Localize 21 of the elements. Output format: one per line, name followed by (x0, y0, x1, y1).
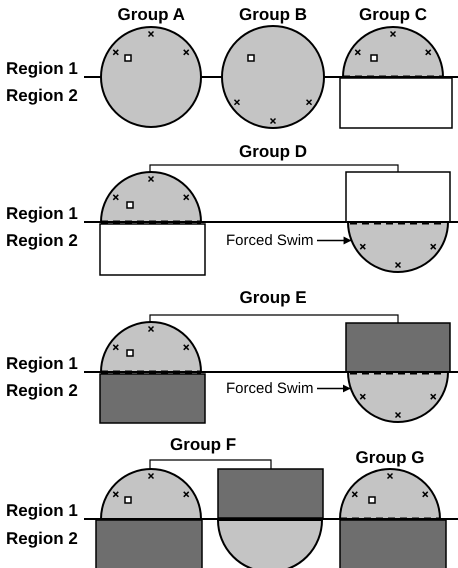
schematic-drawing (345, 171, 451, 273)
region-label: Region 1 (6, 502, 78, 519)
region-label: Region 2 (6, 87, 78, 104)
group-title: Group G (356, 449, 424, 466)
leader-line (317, 384, 351, 392)
region-label: Region 2 (6, 382, 78, 399)
region-label: Region 2 (6, 232, 78, 249)
leader-line (317, 236, 352, 244)
schematic-drawing (345, 322, 451, 423)
annotation-label: Forced Swim (226, 381, 314, 396)
group-title: Group E (240, 289, 307, 306)
region-label: Region 1 (6, 60, 78, 77)
region-label: Region 1 (6, 205, 78, 222)
region-label: Region 2 (6, 530, 78, 547)
group-title: Group A (118, 6, 185, 23)
group-title: Group C (359, 6, 427, 23)
group-title: Group B (239, 6, 307, 23)
annotation-label: Forced Swim (226, 233, 314, 248)
group-title: Group F (170, 436, 236, 453)
group-title: Group D (239, 143, 307, 160)
region-label: Region 1 (6, 355, 78, 372)
